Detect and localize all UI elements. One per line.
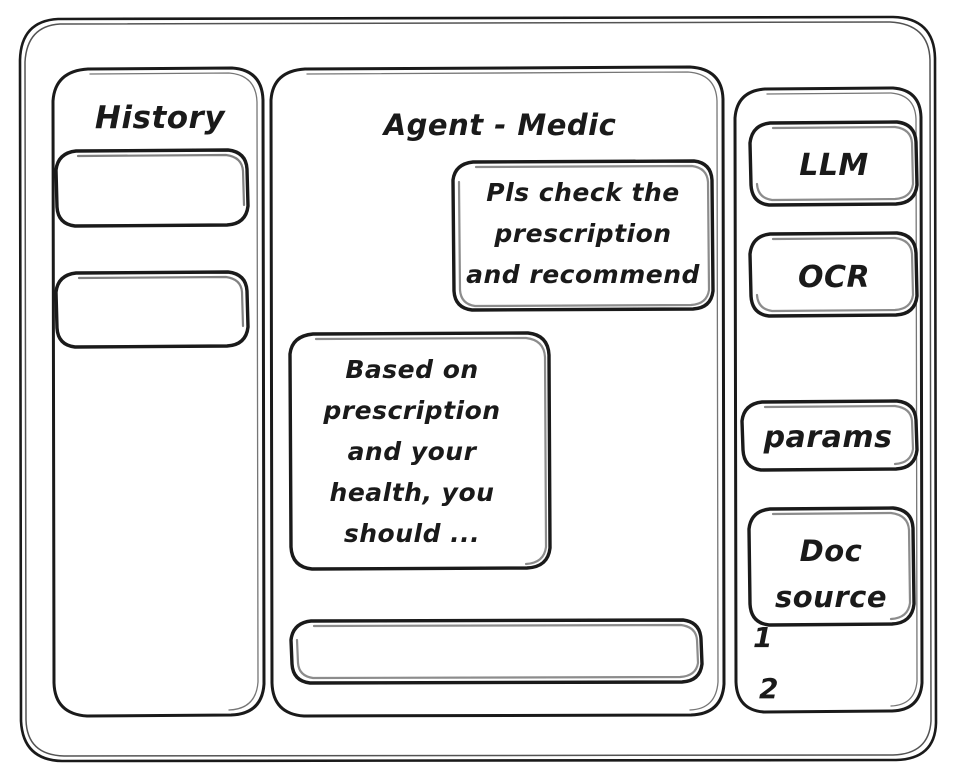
- assistant-message-line-4: health, you: [330, 478, 495, 507]
- doc-source-line-1: Doc: [800, 534, 863, 568]
- message-bubble-user[interactable]: Pls check the prescription and recommend: [451, 159, 715, 312]
- llm-button-label: LLM: [799, 148, 869, 183]
- history-panel: [51, 66, 266, 718]
- params-button-label: params: [763, 420, 893, 455]
- assistant-message-line-1: Based on: [345, 355, 478, 384]
- user-message-line-1: Pls check the: [486, 178, 679, 207]
- assistant-message-line-5: should ...: [344, 519, 480, 548]
- user-message-line-2: prescription: [493, 219, 671, 248]
- message-bubble-assistant[interactable]: Based on prescription and your health, y…: [288, 331, 552, 571]
- params-button[interactable]: params: [740, 399, 919, 472]
- tools-panel: [733, 86, 924, 714]
- agent-title: Agent - Medic: [382, 108, 617, 142]
- llm-button[interactable]: LLM: [748, 120, 919, 207]
- assistant-message-line-3: and your: [348, 437, 478, 466]
- message-input[interactable]: [289, 618, 704, 685]
- doc-source-list-item-1[interactable]: 1: [753, 621, 773, 654]
- ocr-button[interactable]: OCR: [748, 231, 919, 318]
- history-title: History: [95, 100, 226, 136]
- doc-source-line-2: source: [775, 580, 887, 614]
- main-panel: [269, 65, 726, 718]
- ocr-button-label: OCR: [798, 260, 870, 295]
- user-message-line-3: and recommend: [466, 260, 700, 289]
- assistant-message-line-2: prescription: [322, 396, 500, 425]
- doc-source-box[interactable]: Doc source: [747, 506, 916, 627]
- doc-source-list-item-2[interactable]: 2: [759, 672, 779, 705]
- history-item-1[interactable]: [54, 148, 250, 228]
- history-item-2[interactable]: [54, 270, 250, 349]
- window-frame: [18, 15, 938, 763]
